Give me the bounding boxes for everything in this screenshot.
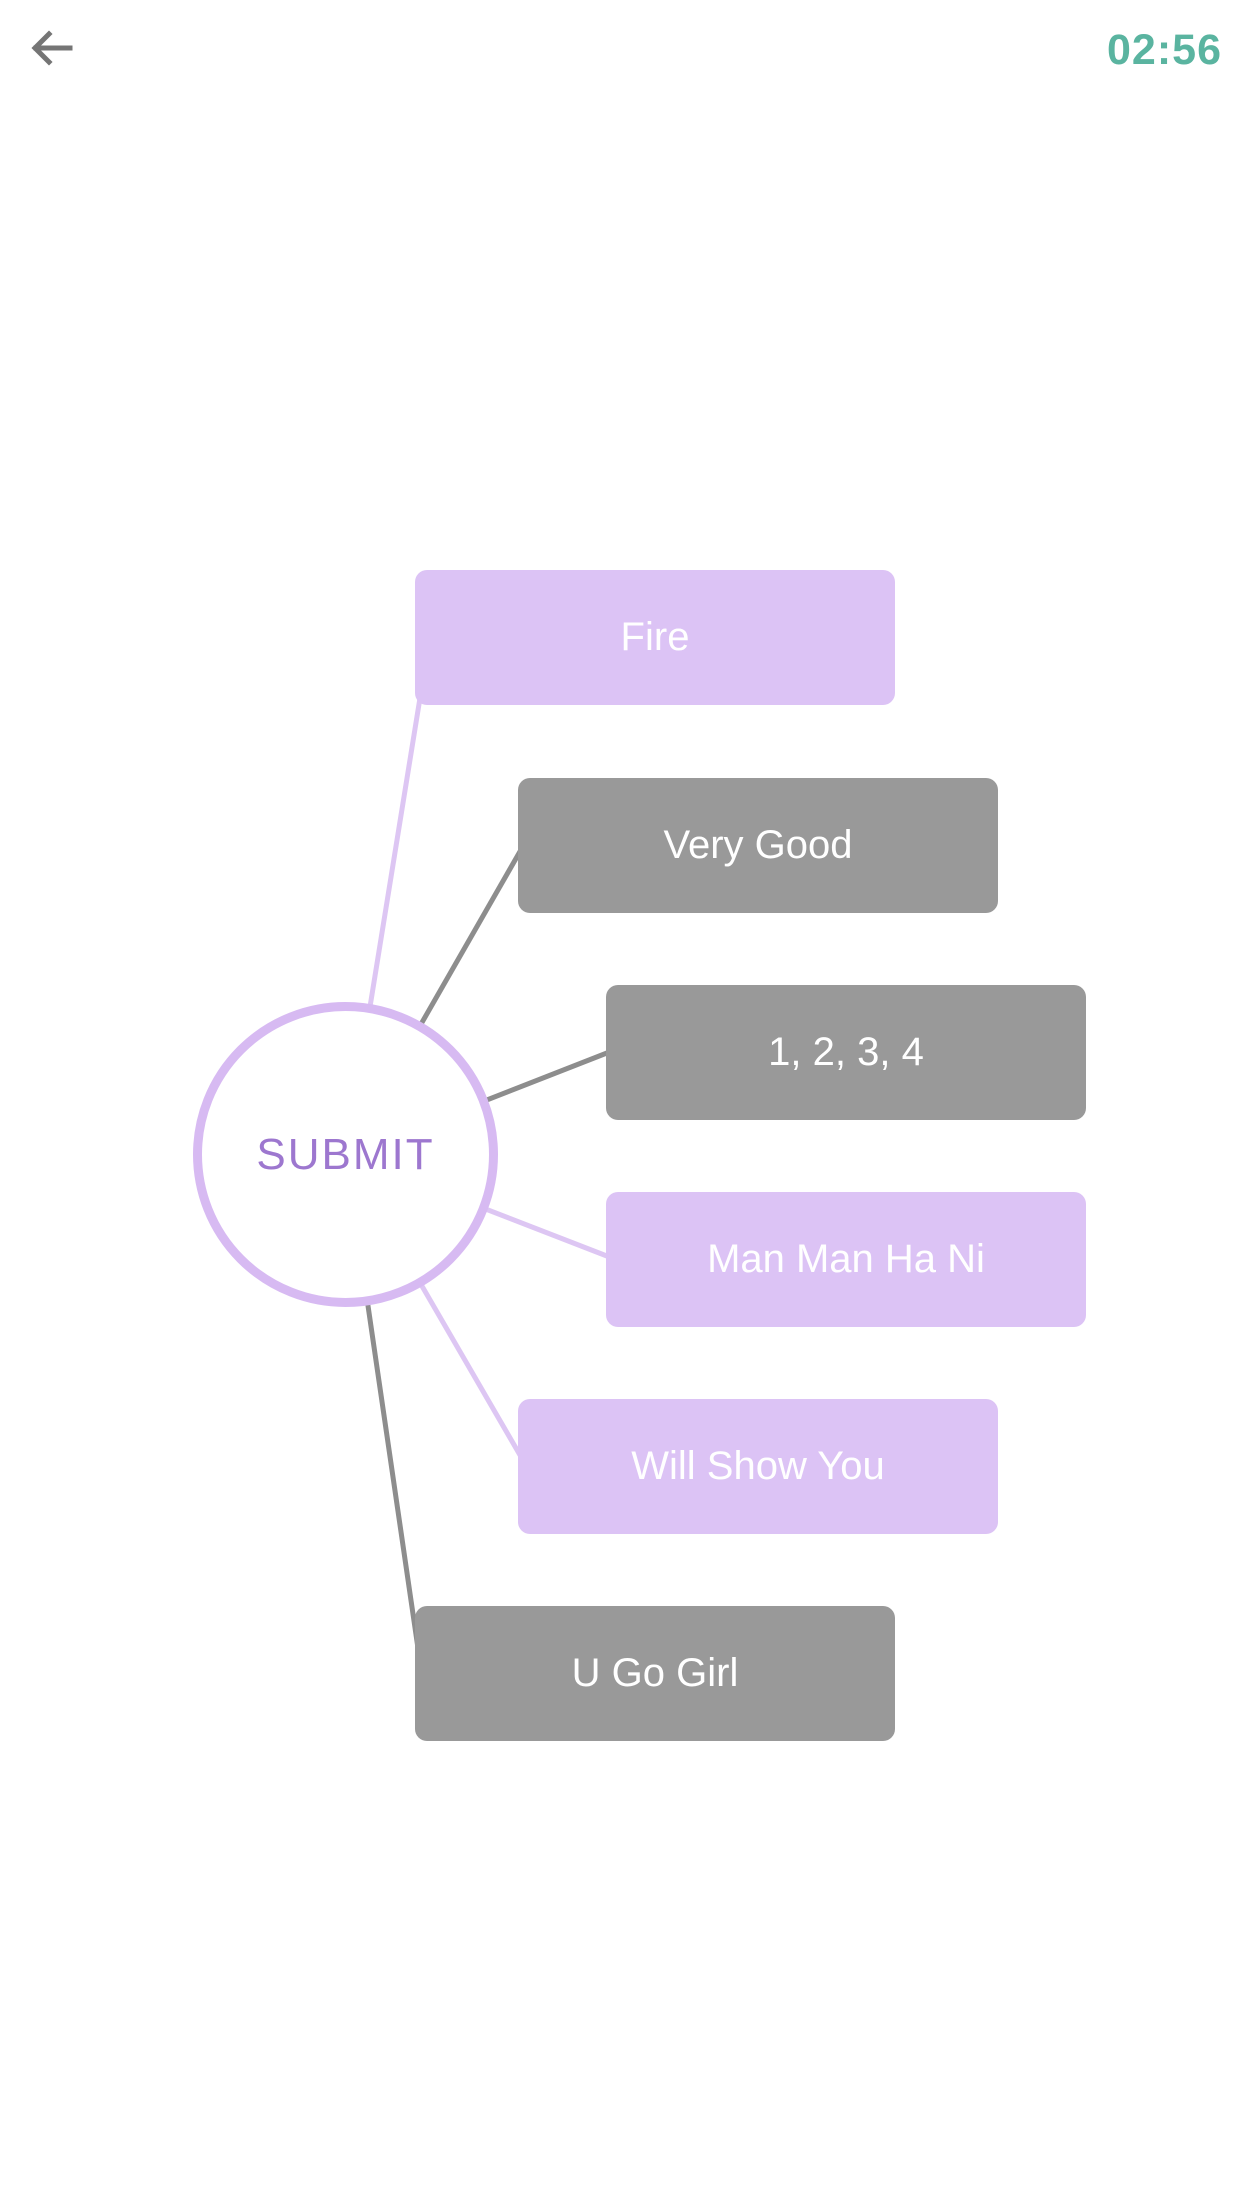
option-1-2-3-4[interactable]: 1, 2, 3, 4 [606, 985, 1086, 1120]
option-label: Will Show You [631, 1444, 885, 1488]
option-label: Man Man Ha Ni [707, 1237, 985, 1281]
submit-node[interactable]: SUBMIT [193, 1002, 498, 1307]
option-label: Fire [620, 615, 690, 659]
option-man-man-ha-ni[interactable]: Man Man Ha Ni [606, 1192, 1086, 1327]
option-label: Very Good [663, 823, 853, 867]
option-label: U Go Girl [571, 1651, 739, 1695]
submit-label: SUBMIT [256, 1129, 435, 1179]
option-will-show-you[interactable]: Will Show You [518, 1399, 998, 1534]
option-fire[interactable]: Fire [415, 570, 895, 705]
back-button[interactable] [22, 18, 82, 78]
arrow-left-icon [29, 25, 75, 71]
option-very-good[interactable]: Very Good [518, 778, 998, 913]
option-label: 1, 2, 3, 4 [768, 1030, 924, 1074]
timer-label: 02:56 [1107, 26, 1222, 74]
option-u-go-girl[interactable]: U Go Girl [415, 1606, 895, 1741]
